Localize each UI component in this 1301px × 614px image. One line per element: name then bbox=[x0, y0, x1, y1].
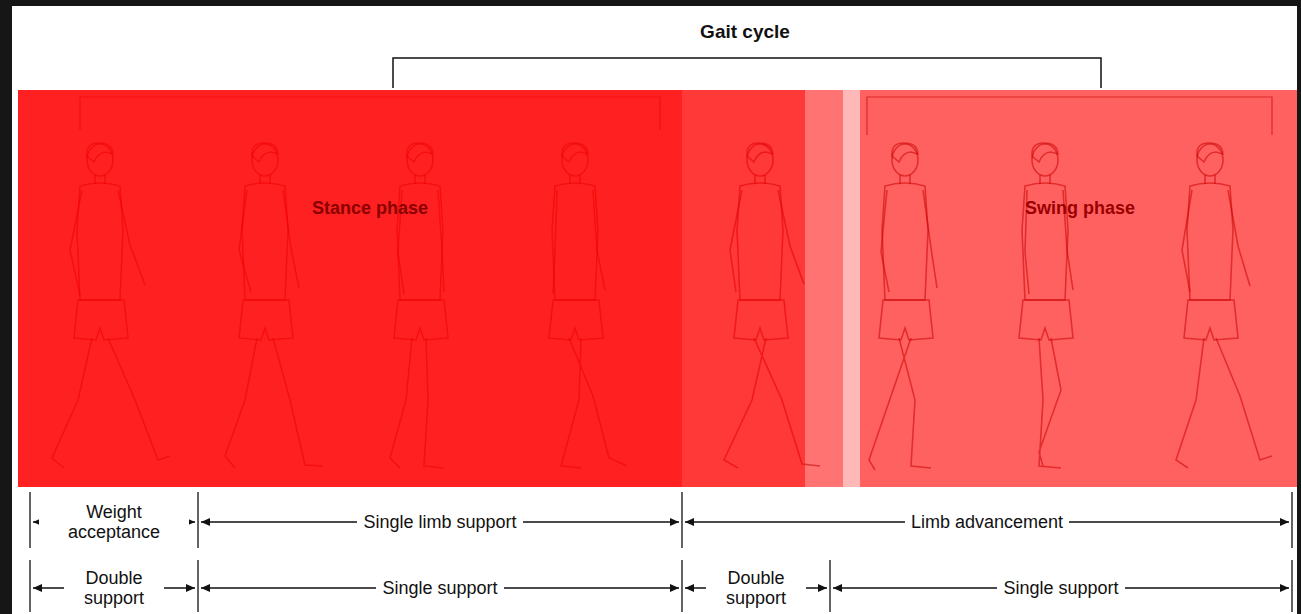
phase-label: Stance phase bbox=[312, 198, 428, 218]
diagram-title: Gait cycle bbox=[696, 22, 794, 42]
phase-subdivision: Single limb support bbox=[357, 512, 522, 532]
phase-label: Swing phase bbox=[1025, 198, 1135, 218]
support-label: Single support bbox=[997, 578, 1124, 598]
swing-band: Swing phase bbox=[682, 90, 1297, 487]
phase-subdivision: Limb advancement bbox=[905, 512, 1069, 532]
gait-cycle-bracket bbox=[393, 58, 1101, 88]
stance-band: Stance phase bbox=[18, 90, 682, 487]
support-label: Double support bbox=[706, 568, 806, 608]
support-label: Double support bbox=[64, 568, 164, 608]
phase-subdivision: Weight acceptance bbox=[39, 502, 189, 542]
support-label: Single support bbox=[376, 578, 503, 598]
dimension-lines bbox=[30, 492, 1292, 612]
